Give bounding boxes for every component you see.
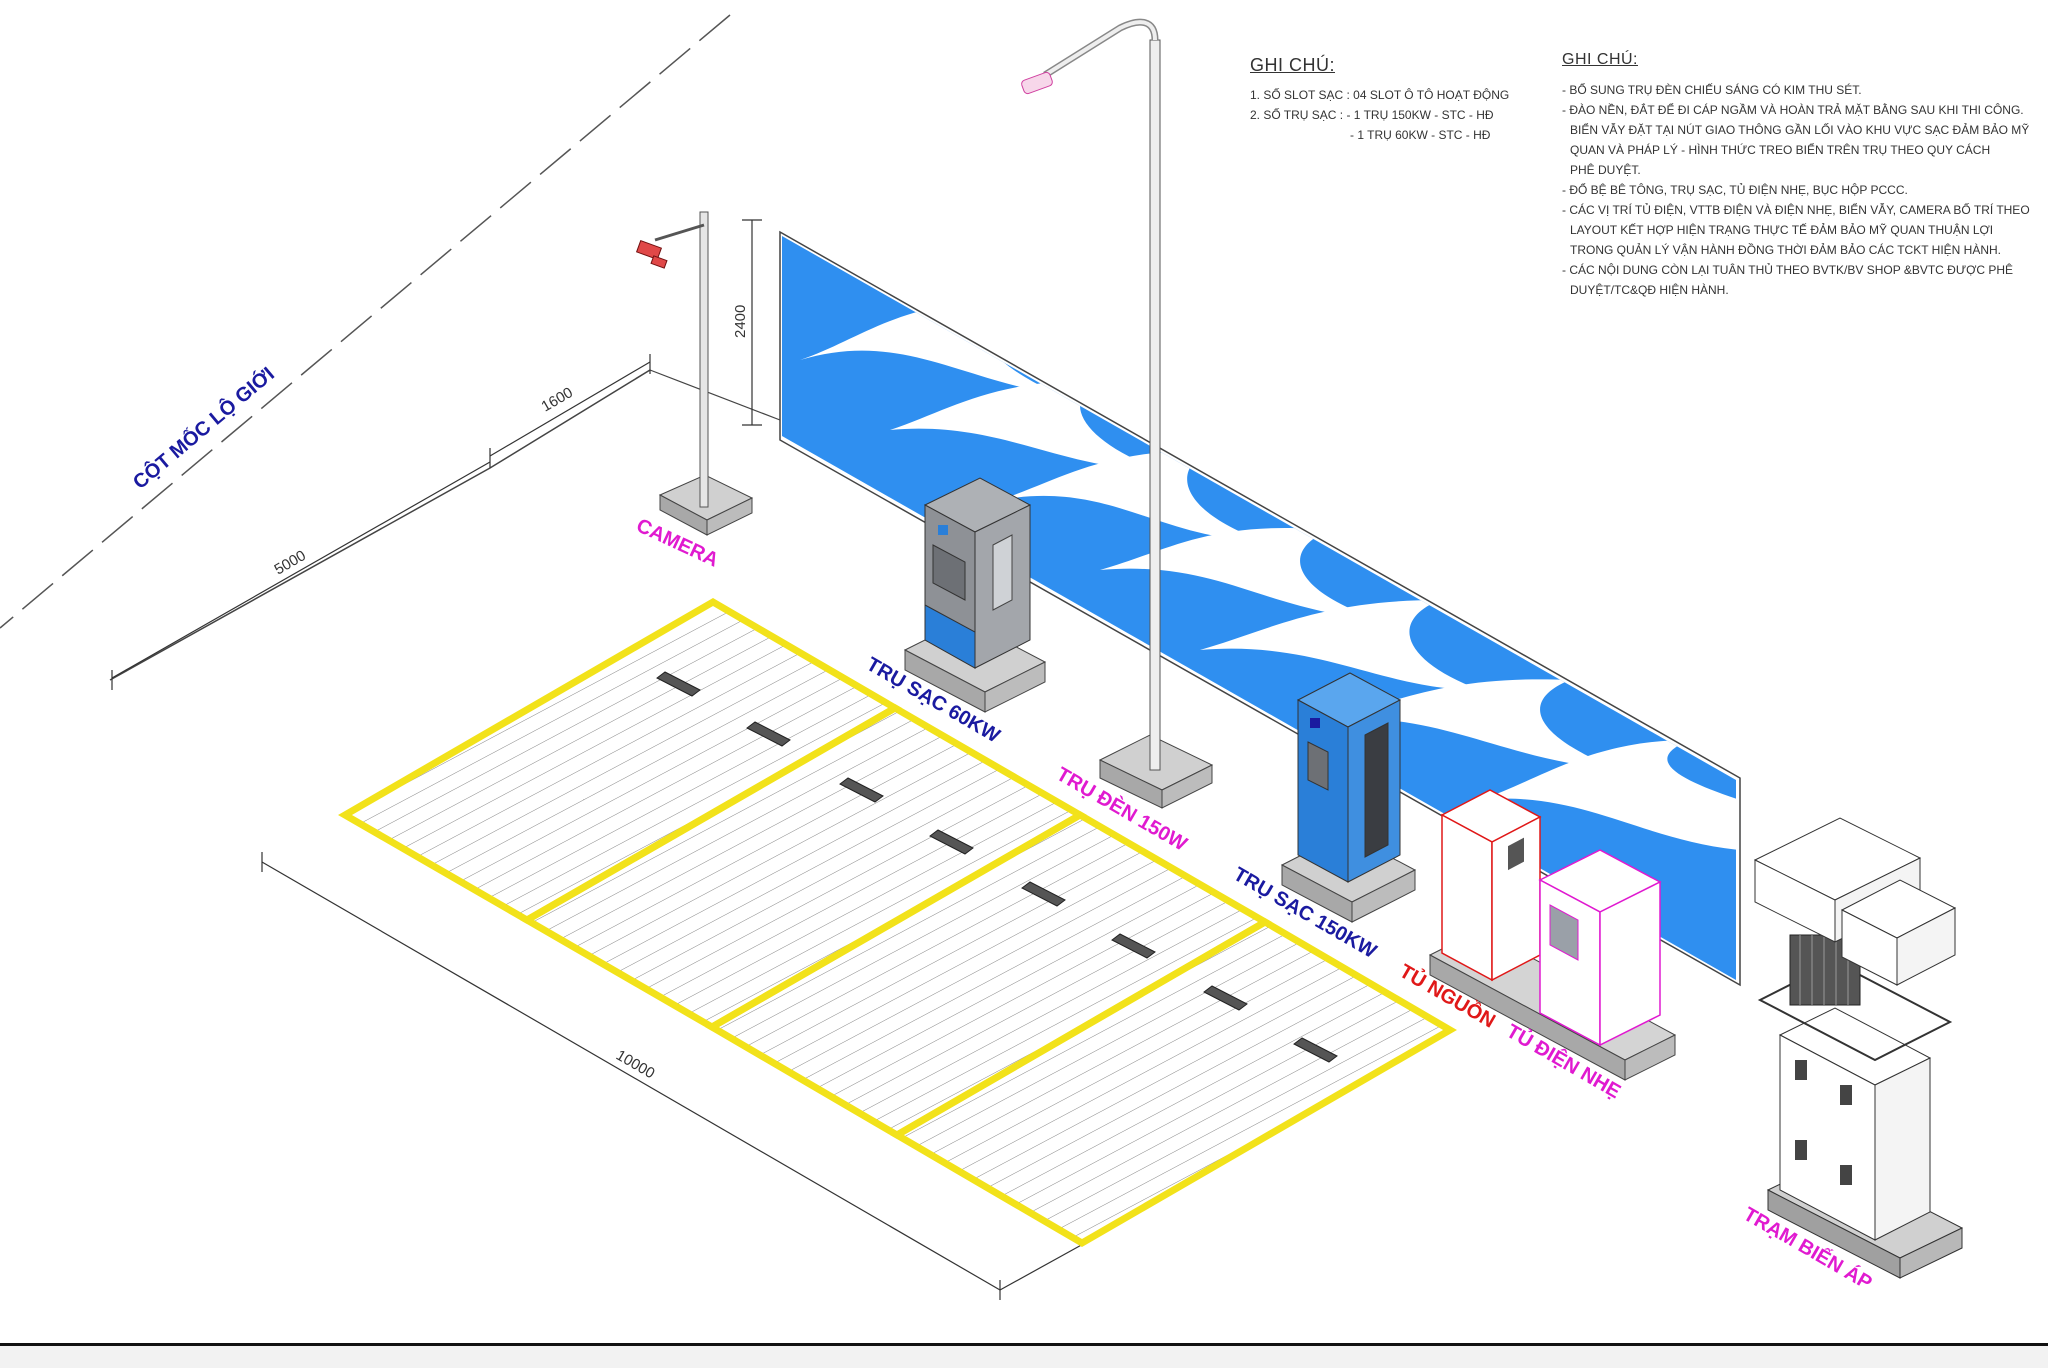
notes-left-title: GHI CHÚ: — [1250, 55, 1335, 75]
note-line: - BỔ SUNG TRỤ ĐÈN CHIẾU SÁNG CÓ KIM THU … — [1562, 83, 1862, 97]
note-line: DUYỆT/TC&QĐ HIỆN HÀNH. — [1570, 283, 1729, 297]
note-line: - ĐỔ BỆ BÊ TÔNG, TRỤ SẠC, TỦ ĐIỆN NHẸ, B… — [1562, 183, 1908, 197]
lamp-head-icon — [1021, 71, 1053, 95]
note-slots: 1. SỐ SLOT SẠC : 04 SLOT Ô TÔ HOẠT ĐỘNG — [1250, 88, 1510, 102]
boundary-dashed-line — [0, 14, 731, 629]
dimension-5000: 5000 — [111, 461, 491, 690]
note-line: - CÁC VỊ TRÍ TỦ ĐIỆN, VTTB ĐIỆN VÀ ĐIỆN … — [1562, 203, 2030, 217]
charger-150kw — [1280, 672, 1417, 923]
bottom-border — [0, 1343, 2048, 1368]
svg-text:2400: 2400 — [732, 305, 749, 338]
svg-text:1600: 1600 — [539, 384, 576, 415]
note-chargers-60: - 1 TRỤ 60KW - STC - HĐ — [1350, 128, 1491, 142]
svg-text:10000: 10000 — [613, 1047, 658, 1083]
camera-icon — [635, 239, 663, 261]
parking-bays — [338, 597, 1457, 1248]
dimension-1600: 1600 — [489, 354, 651, 468]
boundary-label: CỘT MỐC LỘ GIỚI — [128, 362, 279, 494]
note-chargers: 2. SỐ TRỤ SẠC : - 1 TRỤ 150KW - STC - HĐ — [1250, 108, 1494, 122]
svg-text:5000: 5000 — [272, 547, 309, 578]
light-pole — [1021, 18, 1214, 809]
note-line: TRONG QUẢN LÝ VẬN HÀNH ĐỒNG THỜI ĐẢM BẢO… — [1570, 243, 2002, 257]
note-line: BIỂN VẪY ĐẶT TẠI NÚT GIAO THÔNG GẦN LỐI … — [1570, 123, 2030, 137]
transformer-substation — [1753, 817, 1964, 1279]
dimension-2400: 2400 — [732, 219, 762, 426]
camera-pole — [635, 211, 754, 536]
notes-left: GHI CHÚ: 1. SỐ SLOT SẠC : 04 SLOT Ô TÔ H… — [1250, 55, 1509, 145]
charger-60kw — [903, 477, 1047, 713]
notes-right: GHI CHÚ: - BỔ SUNG TRỤ ĐÈN CHIẾU SÁNG CÓ… — [1562, 50, 2030, 300]
parking-bay-4 — [890, 917, 1457, 1248]
low-voltage-cabinet — [1538, 849, 1662, 1047]
note-line: - ĐÀO NỀN, ĐẮT ĐỂ ĐI CÁP NGẦM VÀ HOÀN TR… — [1562, 103, 2024, 117]
note-line: QUAN VÀ PHÁP LÝ - HÌNH THỨC TREO BIỂN TR… — [1570, 143, 1991, 157]
note-line: - CÁC NỘI DUNG CÒN LẠI TUÂN THỦ THEO BVT… — [1562, 263, 2014, 277]
ground-edge-right — [649, 369, 781, 421]
power-cabinet — [1440, 789, 1542, 982]
wheel-stops — [656, 671, 1338, 1063]
notes-right-title: GHI CHÚ: — [1562, 51, 1638, 68]
note-line: PHÊ DUYỆT. — [1570, 163, 1641, 177]
note-line: LAYOUT KẾT HỢP HIỆN TRẠNG THỰC TẾ ĐẢM BẢ… — [1570, 223, 1994, 237]
